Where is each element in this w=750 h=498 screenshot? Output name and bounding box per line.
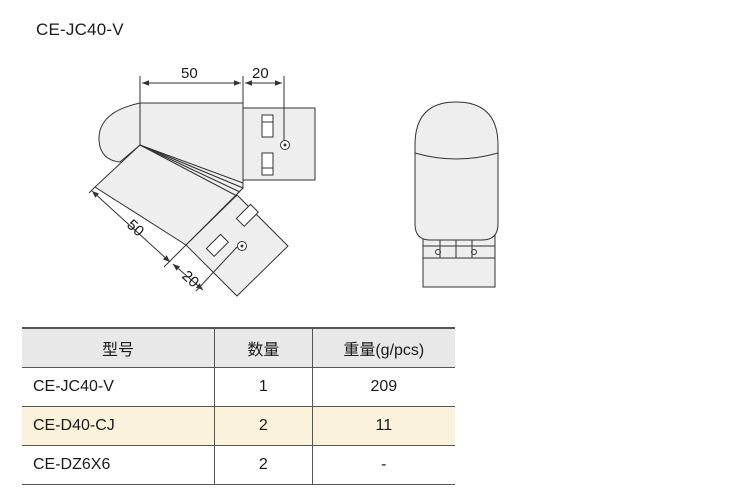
cell-qty: 1 — [214, 367, 313, 407]
table-row: CE-DZ6X6 2 - — [22, 445, 455, 485]
cell-model: CE-DZ6X6 — [22, 445, 215, 485]
diag-plug-slots — [205, 203, 260, 258]
elbow-bevel-lines — [139, 144, 244, 197]
dim-top-length: 50 — [181, 65, 198, 82]
model-title: CE-JC40-V — [36, 20, 124, 39]
dim-diag-length: 50 — [123, 216, 147, 240]
front-view-details — [414, 152, 499, 259]
top-plug-slots — [261, 114, 290, 176]
header-model: 型号 — [22, 327, 215, 368]
elbow-connector-side-view — [94, 102, 316, 297]
connector-front-view — [414, 101, 499, 288]
cell-weight: 209 — [311, 367, 455, 407]
cell-weight: - — [311, 445, 455, 485]
header-weight: 重量(g/pcs) — [311, 327, 455, 368]
cell-weight: 11 — [311, 406, 455, 446]
spec-table: 型号 数量 重量(g/pcs) CE-JC40-V 1 209 CE-D40-C… — [22, 327, 455, 485]
cell-model: CE-JC40-V — [22, 367, 215, 407]
dim-top-width: 20 — [252, 65, 269, 82]
diag-dimension-lines — [88, 186, 238, 292]
technical-drawing: 50 20 50 20 — [88, 65, 499, 297]
table-row-highlighted: CE-D40-CJ 2 11 — [22, 406, 455, 446]
cell-qty: 2 — [214, 406, 313, 446]
cell-model: CE-D40-CJ — [22, 406, 215, 446]
table-header-row: 型号 数量 重量(g/pcs) — [22, 327, 455, 368]
table-row: CE-JC40-V 1 209 — [22, 367, 455, 407]
top-dimension-lines — [139, 76, 285, 140]
header-quantity: 数量 — [214, 327, 313, 368]
cell-qty: 2 — [214, 445, 313, 485]
